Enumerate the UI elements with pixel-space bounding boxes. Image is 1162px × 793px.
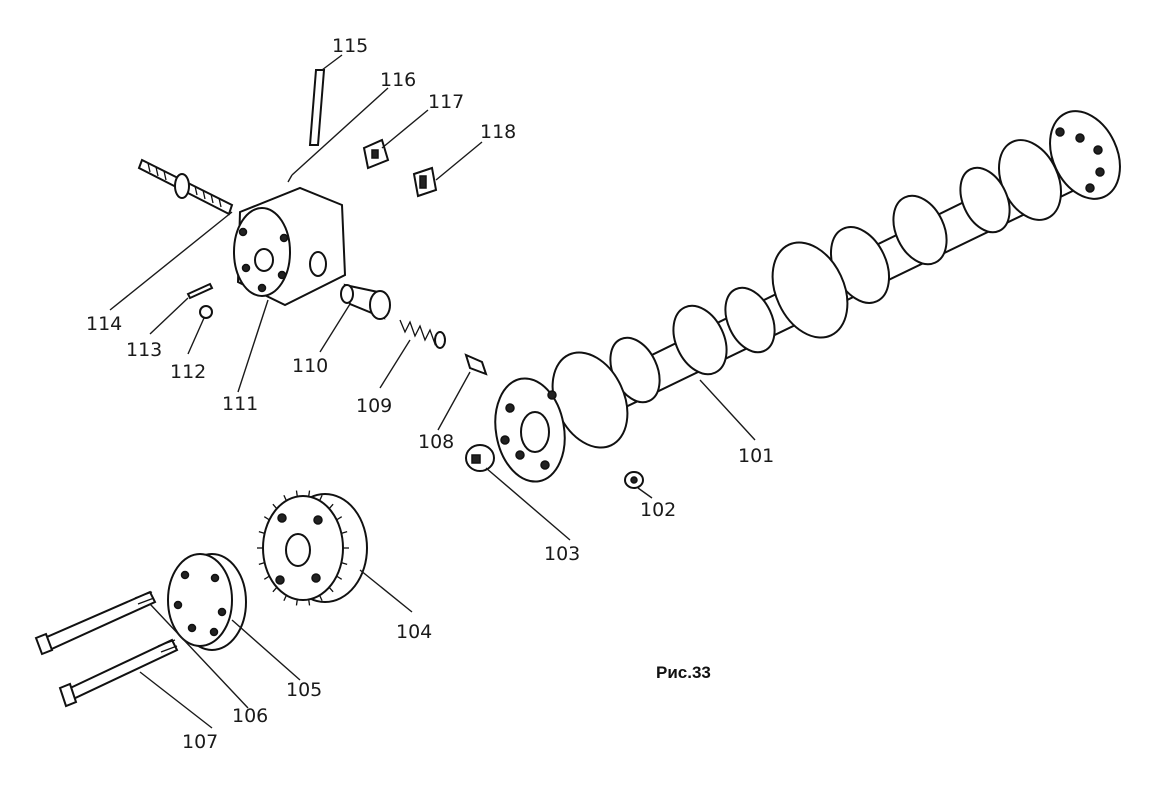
pin-115 — [308, 69, 326, 146]
gear-tooth — [341, 531, 348, 534]
clip-118 — [412, 166, 438, 198]
gear-tooth — [308, 599, 311, 606]
callout-104: 104 — [396, 621, 432, 643]
callout-117: 117 — [428, 91, 464, 113]
gear-tooth — [263, 575, 270, 580]
callout-105: 105 — [286, 679, 322, 701]
callout-114: 114 — [86, 313, 122, 335]
gear-tooth — [295, 490, 298, 497]
callout-110: 110 — [292, 355, 328, 377]
shaft-114 — [137, 158, 234, 216]
gear-tooth — [336, 516, 343, 521]
leader-lines — [109, 54, 756, 729]
camshaft — [494, 110, 1121, 483]
gear-tooth — [258, 562, 265, 565]
callout-101: 101 — [738, 445, 774, 467]
gear-tooth — [336, 575, 343, 580]
gear-tooth — [328, 503, 334, 510]
nut-102 — [624, 471, 644, 489]
clip-117 — [362, 138, 390, 170]
gear-tooth — [328, 586, 334, 593]
bolt-106 — [34, 590, 157, 656]
valve-108 — [464, 353, 488, 376]
callout-116: 116 — [380, 69, 416, 91]
gear-104 — [257, 490, 368, 606]
gear-tooth — [283, 595, 287, 602]
pin-112 — [199, 305, 213, 319]
gear-tooth — [295, 599, 298, 606]
callout-108: 108 — [418, 431, 454, 453]
rotor-110 — [340, 283, 391, 320]
plug-103 — [465, 444, 495, 472]
gear-tooth — [319, 595, 323, 602]
callout-103: 103 — [544, 543, 580, 565]
gear-tooth — [308, 490, 311, 497]
gear-tooth — [341, 562, 348, 565]
callout-115: 115 — [332, 35, 368, 57]
callout-113: 113 — [126, 339, 162, 361]
callout-102: 102 — [640, 499, 676, 521]
gear-tooth — [272, 586, 278, 593]
gear-tooth — [258, 531, 265, 534]
callout-106: 106 — [232, 705, 268, 727]
figure-caption: Рис.33 — [656, 663, 711, 682]
callout-111: 111 — [222, 393, 258, 415]
gear-tooth — [319, 494, 323, 501]
callout-labels: 101 102 103 104 105 106 107 108 109 110 … — [86, 35, 774, 753]
gear-tooth — [263, 516, 270, 521]
callout-112: 112 — [170, 361, 206, 383]
plate-105 — [167, 553, 247, 651]
callout-107: 107 — [182, 731, 218, 753]
spring-109 — [399, 319, 446, 349]
bolt-107 — [58, 638, 179, 708]
pump-housing-111 — [233, 186, 347, 307]
gear-tooth — [272, 503, 278, 510]
wire-116 — [287, 174, 293, 183]
callout-118: 118 — [480, 121, 516, 143]
gear-tooth — [283, 494, 287, 501]
pin-113 — [186, 282, 214, 300]
callout-109: 109 — [356, 395, 392, 417]
